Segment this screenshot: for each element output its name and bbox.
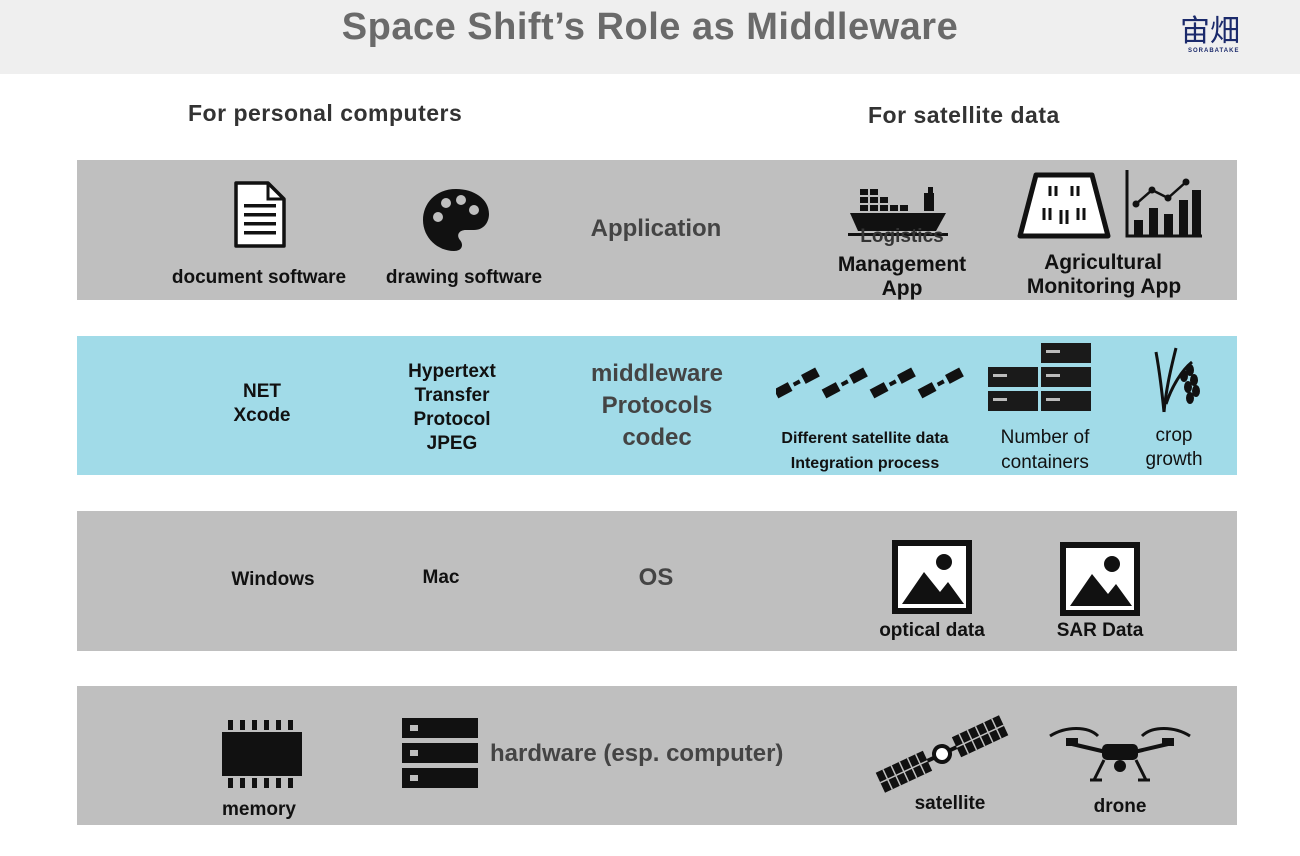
satellite-label: satellite	[914, 793, 986, 814]
integration-label-line1: Different satellite data	[781, 430, 949, 447]
mac-label: Mac	[422, 567, 460, 588]
logistics-label-line2: Management	[837, 253, 967, 276]
page-title: Space Shift’s Role as Middleware	[341, 6, 959, 48]
containers-label-line1: Number of	[1000, 427, 1090, 448]
drone-label: drone	[1093, 796, 1147, 817]
os-layer-label: OS	[638, 564, 674, 591]
containers-label-line2: containers	[1001, 452, 1089, 473]
codec-label: codec	[622, 424, 692, 451]
integration-label-line2: Integration process	[790, 455, 940, 472]
logistics-label-line1: Logistics	[860, 226, 944, 247]
palette-icon	[423, 189, 489, 251]
cargo-ship-icon	[848, 187, 948, 236]
document-software-label: document software	[171, 267, 347, 288]
server-icon	[402, 718, 478, 788]
agricultural-label-line2: Monitoring App	[1026, 275, 1182, 298]
windows-label: Windows	[231, 569, 315, 590]
containers-icon	[988, 343, 1091, 411]
net-label: NET	[243, 381, 281, 402]
crop-label-line2: growth	[1145, 449, 1203, 470]
right-column-heading: For satellite data	[868, 102, 1060, 128]
drone-icon	[1049, 727, 1191, 782]
protocols-label: Protocols	[601, 392, 713, 419]
sorabatake-logo: 宙畑 SORABATAKE	[1176, 6, 1266, 62]
sar-data-label: SAR Data	[1056, 620, 1144, 641]
logo-mark: 宙畑	[1180, 14, 1240, 49]
agricultural-label-line1: Agricultural	[1044, 251, 1162, 274]
hardware-layer-label: hardware (esp. computer)	[490, 740, 784, 767]
logo-subtext: SORABATAKE	[1188, 48, 1240, 54]
middleware-label: middleware	[590, 360, 724, 387]
memory-label: memory	[222, 799, 296, 820]
hypertext-label: Hypertext	[408, 361, 496, 382]
protocol-label: Protocol	[413, 409, 491, 430]
growth-chart-icon	[1125, 170, 1202, 238]
farm-field-icon	[1017, 172, 1111, 239]
satellite-icon	[875, 715, 1009, 793]
document-icon	[234, 181, 286, 248]
application-layer-label: Application	[590, 215, 722, 242]
header-bar: Space Shift’s Role as Middleware 宙畑 SORA…	[0, 0, 1300, 74]
drawing-software-label: drawing software	[385, 267, 543, 288]
multiple-satellites-icon	[776, 367, 964, 399]
jpeg-label: JPEG	[426, 433, 478, 454]
rice-plant-icon	[1154, 347, 1200, 413]
memory-chip-icon	[222, 720, 302, 788]
crop-label-line1: crop	[1155, 425, 1193, 446]
optical-data-label: optical data	[879, 620, 985, 641]
os-layer-band	[77, 511, 1237, 651]
left-column-heading: For personal computers	[188, 100, 463, 126]
logistics-label-line3: App	[881, 277, 923, 300]
sar-image-icon	[1060, 542, 1140, 616]
optical-image-icon	[892, 540, 972, 614]
xcode-label: Xcode	[233, 405, 291, 426]
transfer-label: Transfer	[414, 385, 490, 406]
